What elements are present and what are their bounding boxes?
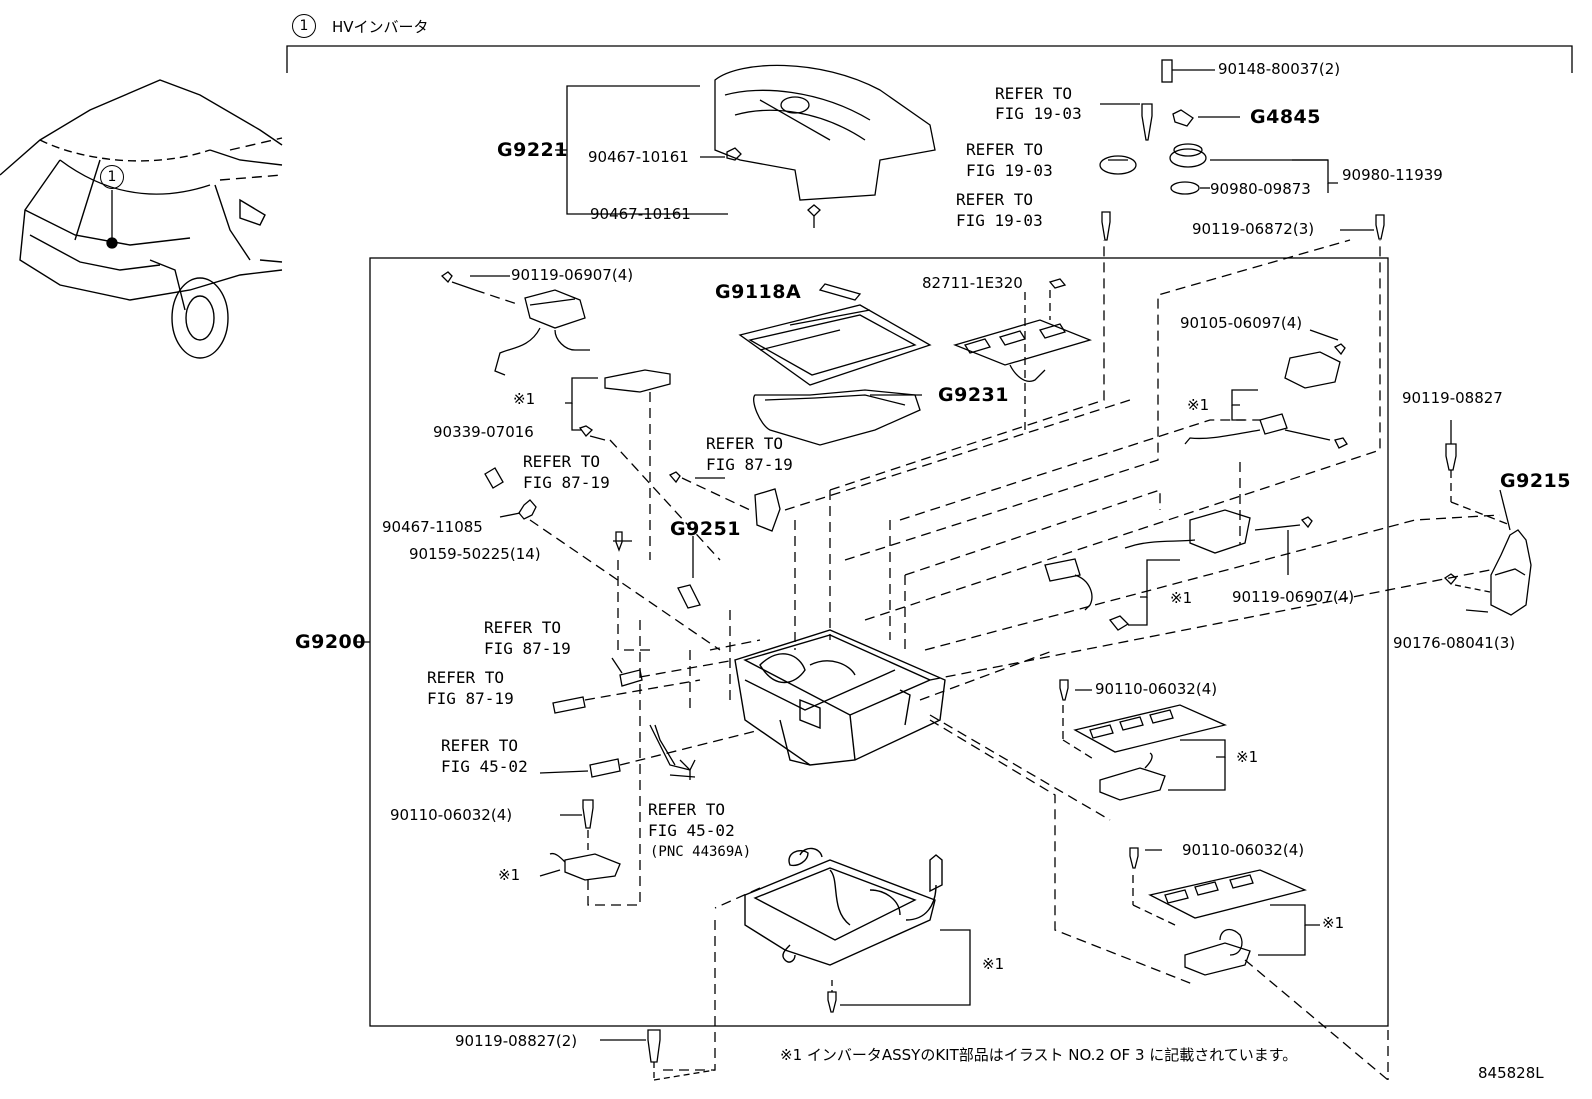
part-90119-08827-bottom[interactable]: 90119-08827(2) [455, 1032, 578, 1050]
refer-fig-87-19-g-line2[interactable]: FIG 87-19 [427, 689, 514, 708]
refer-fig-19-03-c-line2[interactable]: FIG 19-03 [956, 211, 1043, 230]
part-90980-11939[interactable]: 90980-11939 [1342, 166, 1443, 184]
part-90159-50225[interactable]: 90159-50225(14) [409, 545, 541, 563]
refer-fig-87-19-e-line2[interactable]: FIG 87-19 [523, 473, 610, 492]
part-90467-10161-upper[interactable]: 90467-10161 [588, 148, 689, 166]
illustration-code: 845828L [1478, 1064, 1544, 1082]
refer-fig-45-02-i-line2[interactable]: FIG 45-02 [648, 821, 735, 840]
group-g9221[interactable]: G9221 [497, 139, 568, 161]
control-board-drawing [953, 319, 1092, 382]
part-90110-06032-right-upper[interactable]: 90110-06032(4) [1095, 680, 1218, 698]
refer-fig-19-03-c-line1: REFER TO [956, 190, 1034, 209]
part-90467-11085[interactable]: 90467-11085 [382, 518, 483, 536]
group-g9118a[interactable]: G9118A [715, 281, 802, 303]
mid-right-connector [1044, 509, 1313, 631]
callout-dot [106, 237, 118, 249]
part-90339-07016[interactable]: 90339-07016 [433, 423, 534, 441]
refer-fig-87-19-e-line1: REFER TO [523, 452, 601, 471]
kit-mark-right-upper: ※1 [1187, 396, 1210, 414]
inverter-cover-drawing [738, 304, 932, 446]
group-g4845[interactable]: G4845 [1250, 106, 1321, 128]
group-g9231[interactable]: G9231 [938, 384, 1009, 406]
part-90119-06872[interactable]: 90119-06872(3) [1192, 220, 1315, 238]
section-title: HVインバータ [332, 18, 429, 36]
part-90176-08041[interactable]: 90176-08041(3) [1393, 634, 1516, 652]
refer-fig-19-03-a-line2[interactable]: FIG 19-03 [995, 104, 1082, 123]
refer-fig-45-02-i-line1: REFER TO [648, 800, 726, 819]
right-board-2 [1148, 869, 1307, 976]
current-sensor-drawing [1443, 443, 1532, 616]
part-90119-06907-lower[interactable]: 90119-06907(4) [1232, 588, 1355, 606]
part-90980-09873[interactable]: 90980-09873 [1210, 180, 1311, 198]
refer-fig-87-19-f-line2[interactable]: FIG 87-19 [484, 639, 571, 658]
header-index-circle: 1 [292, 14, 316, 38]
vehicle-illustration [0, 79, 283, 359]
part-90148-80037[interactable]: 90148-80037(2) [1218, 60, 1341, 78]
engine-cover-drawing [714, 64, 936, 201]
kit-footnote: ※1 インバータASSYのKIT部品はイラスト NO.2 OF 3 に記載されて… [780, 1046, 1298, 1064]
group-g9200[interactable]: G9200 [295, 631, 366, 653]
refer-fig-87-19-d-line1: REFER TO [706, 434, 784, 453]
kit-mark-left-sensor: ※1 [513, 390, 536, 408]
group-g9251[interactable]: G9251 [670, 518, 741, 540]
refer-fig-19-03-b-line1: REFER TO [966, 140, 1044, 159]
part-82711-1e320[interactable]: 82711-1E320 [922, 274, 1023, 292]
refer-fig-45-02-h-line2[interactable]: FIG 45-02 [441, 757, 528, 776]
part-90467-10161-lower[interactable]: 90467-10161 [590, 205, 691, 223]
kit-mark-lower-case: ※1 [982, 955, 1005, 973]
part-90119-08827[interactable]: 90119-08827 [1402, 389, 1503, 407]
refer-pnc-44369a: (PNC 44369A) [650, 844, 752, 860]
refer-fig-87-19-g-line1: REFER TO [427, 668, 505, 687]
right-upper-connector [1184, 329, 1348, 449]
kit-mark-right-board-2: ※1 [1322, 914, 1345, 932]
refer-fig-45-02-h-line1: REFER TO [441, 736, 519, 755]
refer-fig-87-19-d-line2[interactable]: FIG 87-19 [706, 455, 793, 474]
refer-fig-19-03-a-line1: REFER TO [995, 84, 1073, 103]
top-left-connector [440, 271, 590, 376]
inverter-case-drawing [734, 629, 946, 766]
group-g9215[interactable]: G9215 [1500, 470, 1571, 492]
kit-mark-left-lower: ※1 [498, 866, 521, 884]
kit-mark-right-board-1: ※1 [1236, 748, 1259, 766]
lower-case-drawing [744, 847, 943, 966]
part-90110-06032-right-lower[interactable]: 90110-06032(4) [1182, 841, 1305, 859]
callout-marker: 1 [100, 165, 124, 189]
kit-mark-mid-right: ※1 [1170, 589, 1193, 607]
refer-fig-19-03-b-line2[interactable]: FIG 19-03 [966, 161, 1053, 180]
part-90119-06907-upper[interactable]: 90119-06907(4) [511, 266, 634, 284]
refer-fig-87-19-f-line1: REFER TO [484, 618, 562, 637]
part-90105-06097[interactable]: 90105-06097(4) [1180, 314, 1303, 332]
part-90110-06032-left[interactable]: 90110-06032(4) [390, 806, 513, 824]
right-board-1 [1073, 704, 1228, 801]
